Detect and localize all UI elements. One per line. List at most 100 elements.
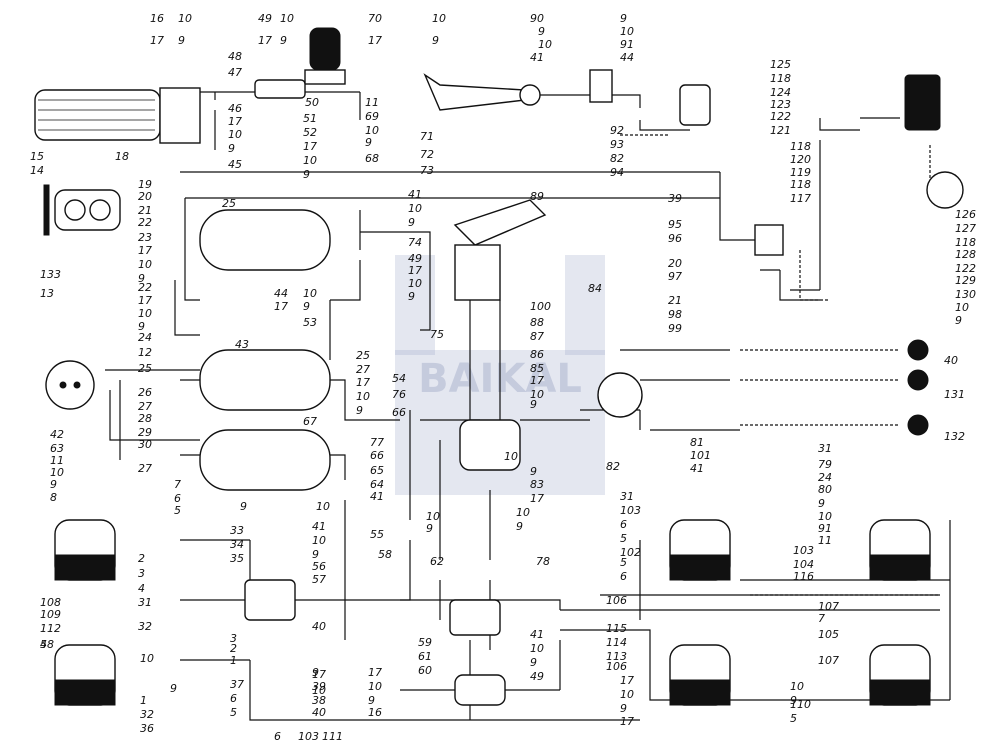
part-label: 107 [818,600,839,613]
part-label: 56 [312,560,326,573]
part-label: 11 [50,454,64,467]
part-label: 5 [174,504,181,517]
part-label: 118 [770,72,791,85]
part-label: 9 [138,272,145,285]
part-label: 101 [690,449,711,462]
part-label: 68 [365,152,379,165]
part-label: 10 [408,277,422,290]
part-label: 62 [430,555,444,568]
part-label: 7 [818,612,825,625]
part-label: 71 [420,130,434,143]
part-label: 9 [530,398,537,411]
part-label: 17 [620,674,634,687]
part-label: 106 [606,660,627,673]
part-label: 123 [770,98,791,111]
part-label: 122 [770,110,791,123]
part-label: 45 [228,158,242,171]
components [34,27,964,706]
part-label: 112 [40,622,61,635]
part-label: 17 [530,374,544,387]
part-label: 10 [530,642,544,655]
part-label: 128 [955,248,976,261]
part-label: 91 [620,38,634,51]
part-label: 109 [40,608,61,621]
part-label: 10 [303,287,317,300]
part-label: 44 [274,287,288,300]
part-label: 94 [610,166,624,179]
valve-123 [679,84,711,126]
part-label: 9 [178,34,185,47]
part-label: 31 [818,442,832,455]
part-label: 64 [370,478,384,491]
part-label: 124 [770,86,791,99]
part-label: 9 [530,656,537,669]
air-receivers [199,209,331,491]
part-label: 17 [258,34,272,47]
part-label: 10 [538,38,552,51]
part-label: 9 [955,314,962,327]
coupling-heads [907,339,929,436]
part-label: 57 [312,573,326,586]
part-label: 97 [668,270,682,283]
part-label: 53 [303,316,317,329]
brake-chambers [54,519,931,706]
part-label: 2 [138,552,145,565]
part-label: 31 [138,596,152,609]
part-label: 103 [793,544,814,557]
part-label: 17 [228,115,242,128]
part-label: 9 [228,142,235,155]
part-label: 131 [944,388,965,401]
part-label: 87 [530,330,544,343]
part-label: 35 [230,552,244,565]
part-label: 9 [530,465,537,478]
part-label: 73 [420,164,434,177]
part-label: 100 [530,300,551,313]
part-label: 103 [620,504,641,517]
part-label: 31 [620,490,634,503]
part-label: 9 [408,216,415,229]
part-label: 60 [418,664,432,677]
part-label: 17 [138,244,152,257]
part-label: 10 [50,466,64,479]
part-label: 12 [138,346,152,359]
part-label: 55 [370,528,384,541]
part-label: 76 [392,388,406,401]
part-label: 66 [392,406,406,419]
part-label: 36 [140,722,154,735]
valve-24 [449,599,501,636]
part-label: 85 [530,362,544,375]
part-label: 110 [790,698,811,711]
part-label: 50 [305,96,319,109]
part-label: 78 [536,555,550,568]
part-label: 133 [40,268,61,281]
part-label: 104 [793,558,814,571]
part-label: 28 [138,412,152,425]
part-label: 10 [178,12,192,25]
part-label: 127 [955,222,976,235]
part-label: 39 [668,192,682,205]
part-label: 32 [140,708,154,721]
part-label: 102 [620,546,641,559]
part-label: 6 [620,518,627,531]
part-label: 91 [818,522,832,535]
part-label: 9 [426,522,433,535]
part-label: 25 [138,362,152,375]
part-label: 10 [312,684,326,697]
part-label: 27 [138,462,152,475]
compressor [43,184,121,236]
part-label: 9 [138,320,145,333]
part-label: 4 [138,582,145,595]
part-label: 75 [430,328,444,341]
part-label: 10 [408,202,422,215]
part-label: 9 [312,666,319,679]
part-label: 25 [222,197,236,210]
part-label: 106 [606,594,627,607]
part-label: 17 [274,300,288,313]
part-label: 122 [955,262,976,275]
part-label: 93 [610,138,624,151]
part-label: 1 [230,654,237,667]
part-label: 27 [356,363,370,376]
part-label: 86 [530,348,544,361]
part-label: 10 [504,450,518,463]
part-label: 9 [312,548,319,561]
